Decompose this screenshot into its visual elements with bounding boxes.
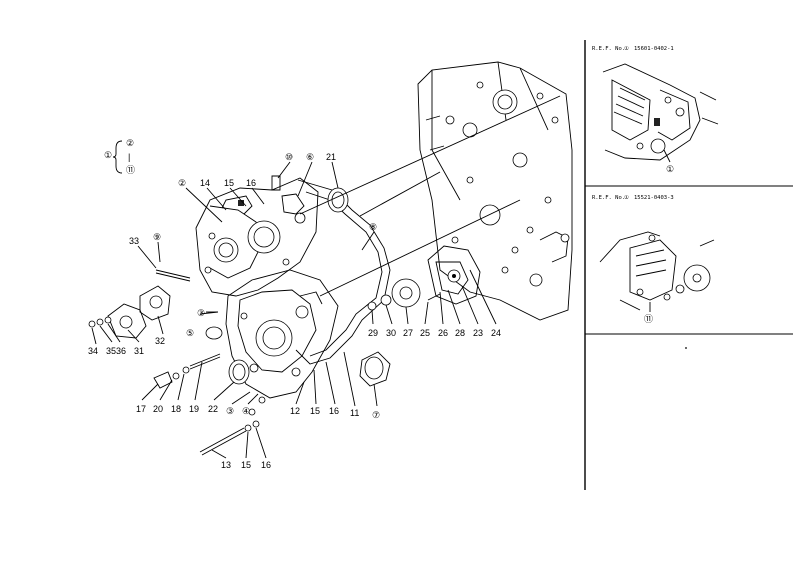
callout-12: 12 xyxy=(290,406,300,416)
callout-9: ⑨ xyxy=(153,232,161,242)
legend-bracket: ① ② | ⑪ xyxy=(104,138,135,175)
callout-6: ⑥ xyxy=(306,152,314,162)
callout-16: 16 xyxy=(246,178,256,188)
side-panel-2-header: R.E.F. No. ① 15521-0403-3 xyxy=(592,194,674,201)
panel2-ref-code: 15521-0403-3 xyxy=(634,195,674,201)
callout-13: 13 xyxy=(221,460,231,470)
side-panel-frame xyxy=(584,40,793,490)
legend-item-1: ② xyxy=(126,138,134,148)
callout-34: 34 xyxy=(88,346,98,356)
callout-2: ② xyxy=(178,178,186,188)
callout-36: 36 xyxy=(116,346,126,356)
callout-30: 30 xyxy=(386,328,396,338)
panel2-ref-circle: ① xyxy=(624,194,629,201)
panel1-callout: ① xyxy=(666,164,674,174)
callout-29: 29 xyxy=(368,328,378,338)
panel1-ref-code: 15601-0402-1 xyxy=(634,46,674,52)
callout-15: 15 xyxy=(224,178,234,188)
callout-18: 18 xyxy=(171,404,181,414)
callout-25: 25 xyxy=(420,328,430,338)
callout-26: 26 xyxy=(438,328,448,338)
callout-16-mid: 16 xyxy=(329,406,339,416)
callout-3-upper: ③ xyxy=(197,308,205,318)
panel1-ref-circle: ① xyxy=(624,45,629,52)
cover-31-assembly xyxy=(88,269,191,339)
callout-21: 21 xyxy=(326,152,336,162)
side-panel-2-drawing: ⑪ xyxy=(599,231,715,324)
panel2-ref-label: R.E.F. No. xyxy=(592,195,625,201)
callout-4: ④ xyxy=(242,406,250,416)
callout-28: 28 xyxy=(455,328,465,338)
callout-35: 35 xyxy=(106,346,116,356)
legend-item-3: ⑪ xyxy=(126,165,135,175)
legend-item-2: | xyxy=(128,152,130,162)
callout-24: 24 xyxy=(491,328,501,338)
side-panel-1-drawing: ① xyxy=(602,63,719,174)
gear-case-lower xyxy=(225,269,339,399)
callout-labels: ② 14 15 16 ⑩ ⑥ 21 ⑧ ⑨ 33 34 35 36 31 32 … xyxy=(88,152,501,470)
panel1-ref-label: R.E.F. No. xyxy=(592,46,625,52)
callout-10: ⑩ xyxy=(285,152,293,162)
oil-seal-22 xyxy=(228,359,250,385)
legend-outer: ① xyxy=(104,150,112,160)
callout-20: 20 xyxy=(153,404,163,414)
callout-14: 14 xyxy=(200,178,210,188)
panel2-callout: ⑪ xyxy=(644,314,653,324)
gear-case-upper xyxy=(195,177,319,297)
callout-3-lower: ③ xyxy=(226,406,234,416)
leader-lines xyxy=(91,161,497,459)
callout-15-bottom: 15 xyxy=(241,460,251,470)
assembly-axes xyxy=(299,95,561,297)
callout-17: 17 xyxy=(136,404,146,414)
callout-27: 27 xyxy=(403,328,413,338)
callout-23: 23 xyxy=(473,328,483,338)
engine-block xyxy=(417,61,573,321)
callout-5: ⑤ xyxy=(186,328,194,338)
callout-33: 33 xyxy=(129,236,139,246)
callout-11: 11 xyxy=(350,408,359,418)
side-panel-1-header: R.E.F. No. ① 15601-0402-1 xyxy=(592,45,674,52)
callout-8: ⑧ xyxy=(369,222,377,232)
callout-32: 32 xyxy=(155,336,165,346)
seal-5 xyxy=(205,326,223,340)
callout-16-bottom: 16 xyxy=(261,460,271,470)
oil-pump-assembly xyxy=(359,245,481,387)
callout-15-mid: 15 xyxy=(310,406,320,416)
callout-7: ⑦ xyxy=(372,410,380,420)
callout-22: 22 xyxy=(208,404,218,414)
callout-19: 19 xyxy=(189,404,199,414)
callout-31: 31 xyxy=(134,346,144,356)
bolts-lower-left xyxy=(153,311,266,456)
